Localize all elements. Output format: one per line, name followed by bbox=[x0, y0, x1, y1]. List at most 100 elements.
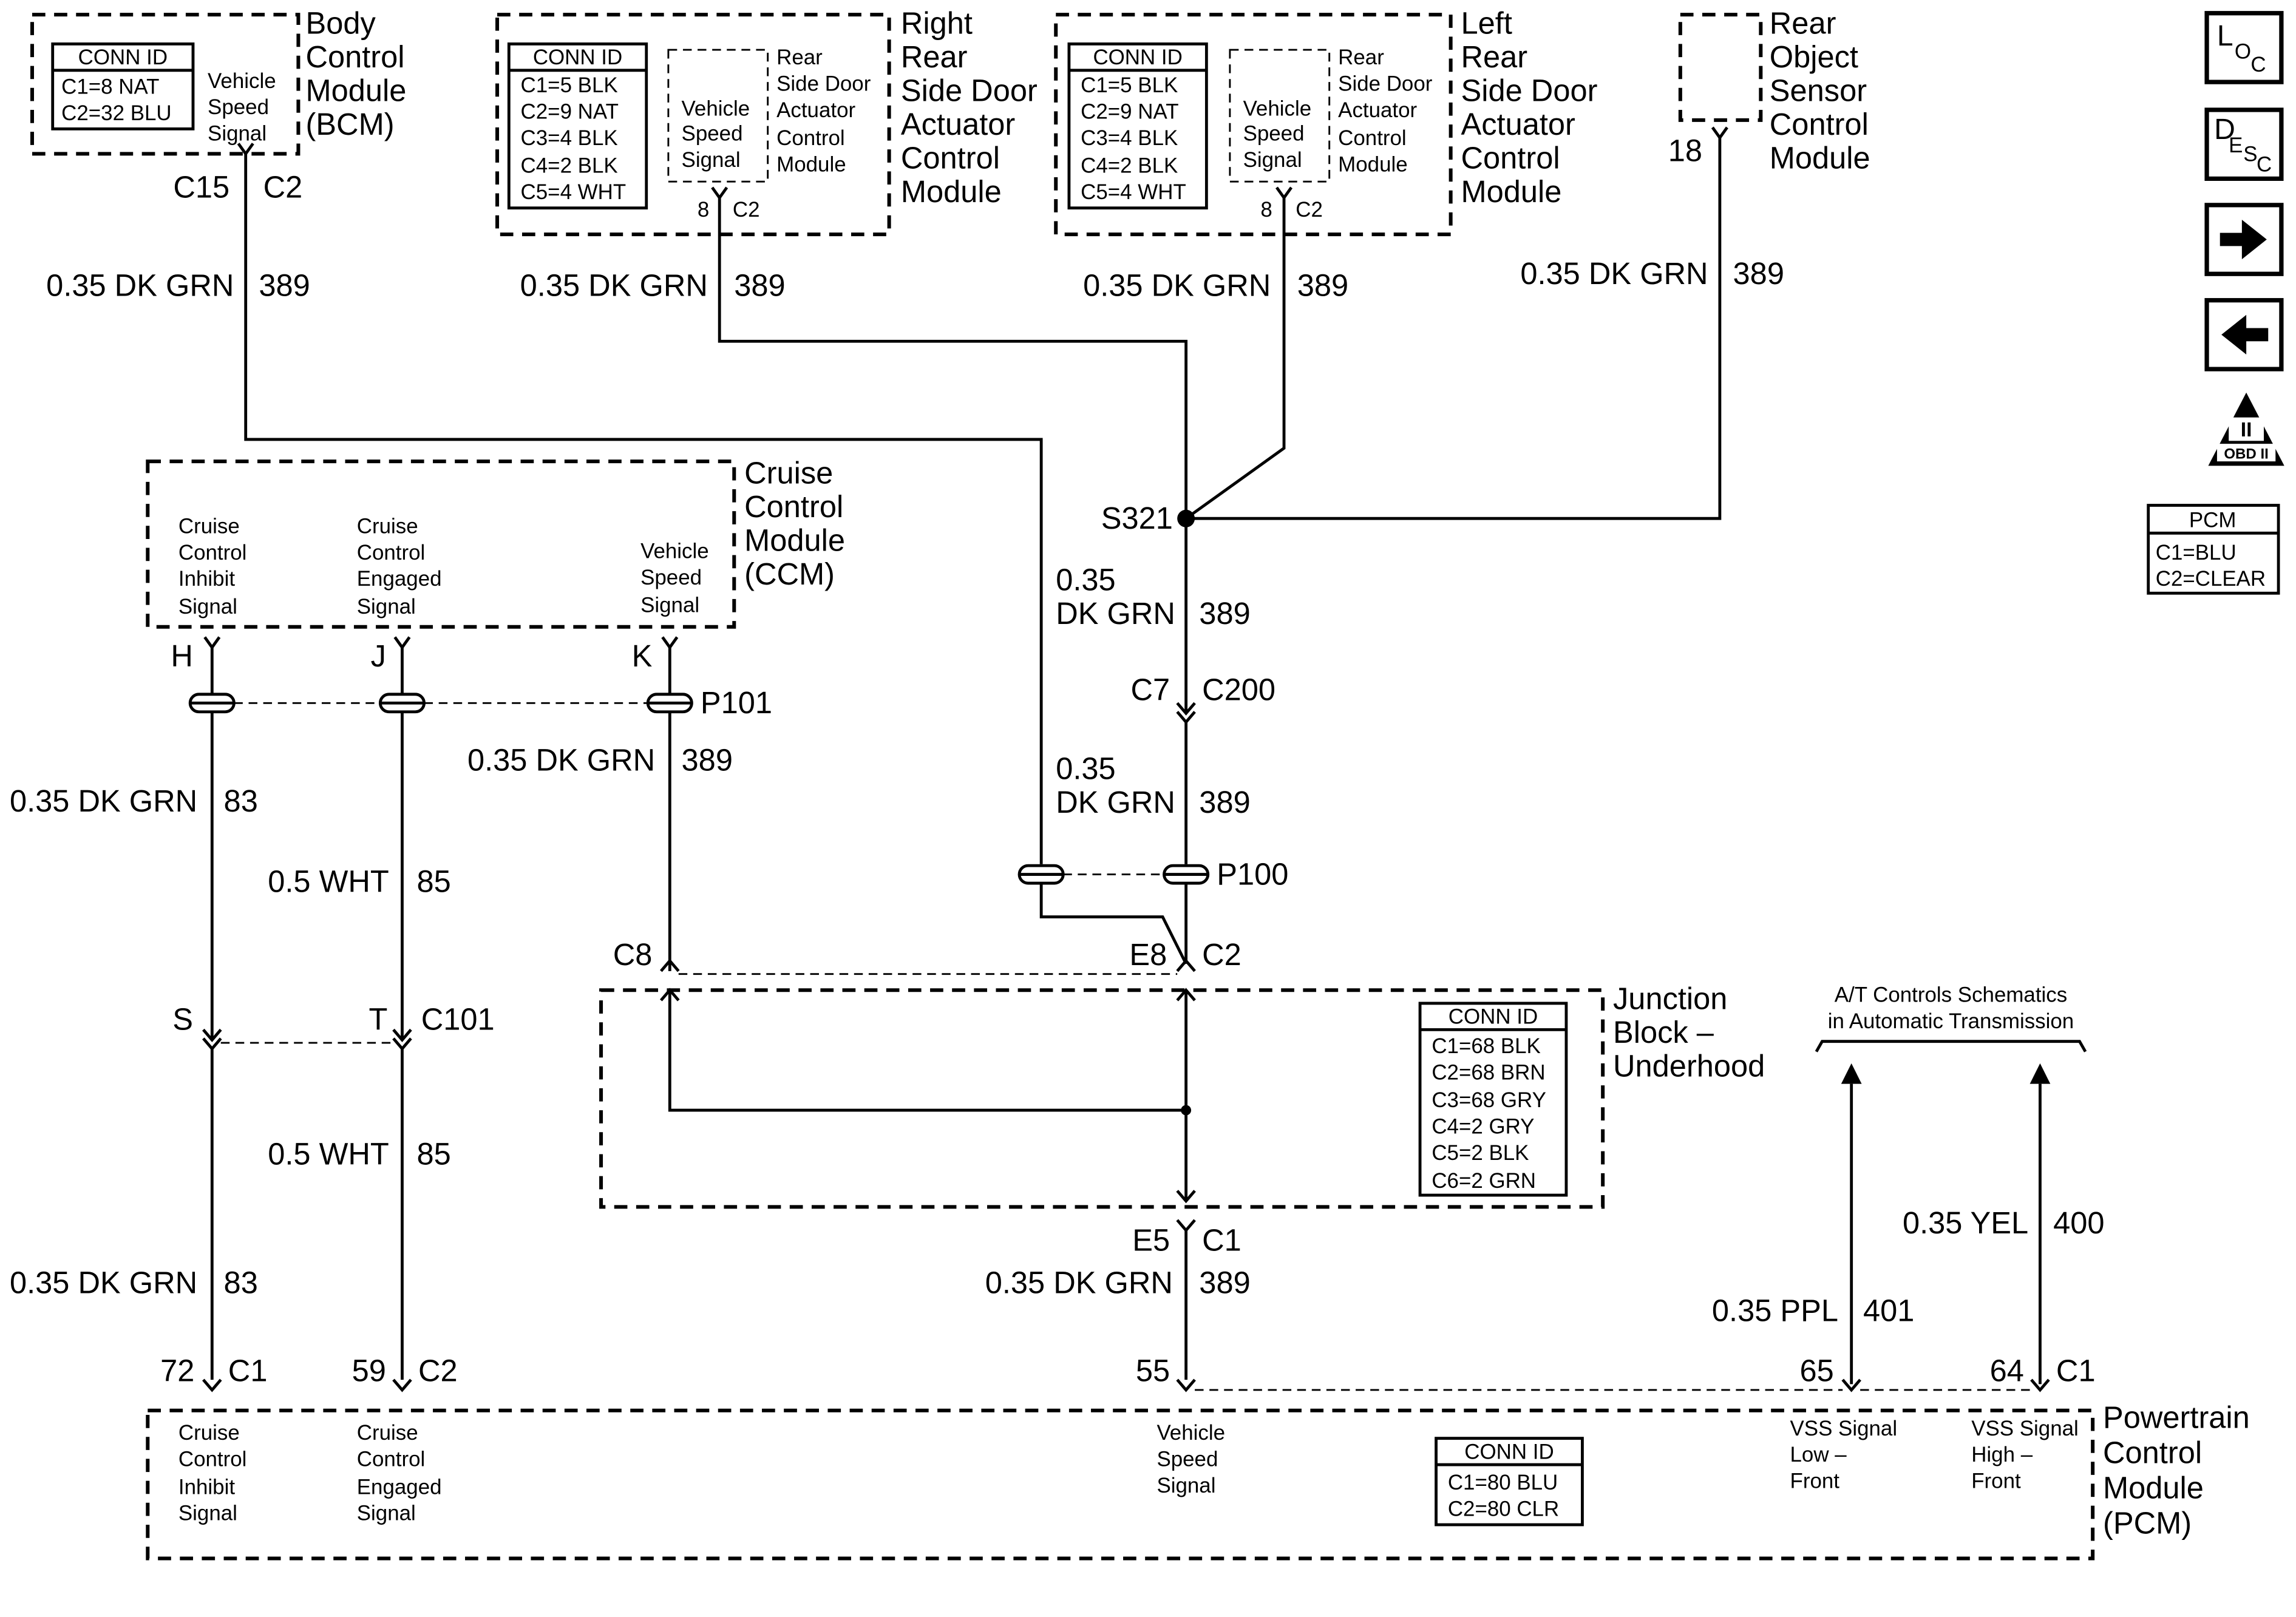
pcm-signal-vss: Speed bbox=[1156, 1447, 1218, 1471]
at-controls-reference[interactable]: A/T Controls Schematics in Automatic Tra… bbox=[1712, 983, 2105, 1385]
bcm-pin-label: C15 bbox=[173, 170, 229, 205]
passthrough-label: P100 bbox=[1217, 856, 1288, 891]
jb-conn-id-row: C6=2 GRN bbox=[1432, 1169, 1536, 1193]
ccm-signal-inhibit: Inhibit bbox=[178, 567, 235, 591]
desc-button[interactable]: D E S C bbox=[2204, 107, 2284, 181]
pcm-legend-title: PCM bbox=[2189, 509, 2237, 532]
jb-title: Junction bbox=[1613, 981, 1727, 1016]
p100-passthrough: P100 bbox=[1017, 856, 1288, 891]
obd-ii-button[interactable]: II OBD II bbox=[2208, 392, 2284, 466]
bcm-signal-label: Speed bbox=[208, 95, 269, 119]
rrd-title: Rear bbox=[901, 39, 968, 74]
pcm-conn-id-title: CONN ID bbox=[1464, 1440, 1554, 1463]
pcm-signal-vss-high: VSS Signal bbox=[1971, 1417, 2079, 1440]
next-button[interactable] bbox=[2204, 203, 2284, 276]
pcm-title: Module bbox=[2103, 1471, 2204, 1505]
wire-circuit-label: 389 bbox=[1199, 785, 1250, 819]
wire-color-label: 0.35 bbox=[1056, 751, 1115, 786]
pcm-signal-vss-low: VSS Signal bbox=[1790, 1417, 1898, 1440]
ccm-signal-engaged: Engaged bbox=[357, 567, 442, 591]
lrd-conn-id-row: C3=4 BLK bbox=[1081, 126, 1178, 150]
ccm-signal-vss: Speed bbox=[640, 566, 702, 589]
lrd-title: Rear bbox=[1461, 39, 1528, 74]
pcm-pin: 65 bbox=[1800, 1353, 1834, 1388]
pcm-signal-vss-low: Front bbox=[1790, 1470, 1840, 1493]
wire-color-label: 0.35 bbox=[1056, 562, 1115, 597]
jb-conn-id-row: C1=68 BLK bbox=[1432, 1034, 1541, 1058]
loc-letter: C bbox=[2250, 53, 2266, 76]
pcm-connector: C1 bbox=[228, 1353, 268, 1388]
pcm-module: 72 C1 59 C2 55 65 64 C1 Cruise Control I… bbox=[146, 1353, 2250, 1561]
rrd-signal-label: Signal bbox=[682, 148, 741, 172]
arrow-right-icon bbox=[2220, 219, 2267, 260]
lrd-conn-id-row: C5=4 WHT bbox=[1081, 180, 1186, 204]
loc-button[interactable]: L O C bbox=[2204, 11, 2284, 84]
pcm-signal-vss: Signal bbox=[1156, 1474, 1215, 1497]
wire-color-label: 0.35 YEL bbox=[1903, 1205, 2028, 1240]
pcm-conn-id-row: C1=80 BLU bbox=[1448, 1471, 1558, 1494]
lrd-inner-module: Rear bbox=[1338, 46, 1384, 69]
lrd-conn-id-row: C4=2 BLK bbox=[1081, 154, 1178, 178]
pcm-pin: 59 bbox=[352, 1353, 386, 1388]
at-reference-text[interactable]: A/T Controls Schematics bbox=[1835, 983, 2067, 1006]
wire-circuit-label: 389 bbox=[682, 742, 733, 777]
obd-label: OBD II bbox=[2224, 446, 2269, 462]
pcm-legend-row: C1=BLU bbox=[2156, 541, 2237, 564]
ros-title: Sensor bbox=[1770, 73, 1867, 107]
ros-title: Control bbox=[1770, 107, 1869, 141]
rear-object-sensor-module: 18 Rear Object Sensor Control Module bbox=[1668, 5, 1870, 175]
lrd-signal-label: Speed bbox=[1243, 122, 1305, 146]
bcm-title: Body bbox=[305, 5, 376, 40]
connector-label: C2 bbox=[1202, 937, 1241, 972]
ccm-title: Cruise bbox=[744, 455, 833, 490]
pcm-connector: C1 bbox=[2056, 1353, 2096, 1388]
pcm-signal-vss-high: High – bbox=[1971, 1443, 2033, 1466]
rrd-title: Actuator bbox=[901, 107, 1016, 141]
wire-color-label: 0.35 DK GRN bbox=[1083, 268, 1271, 302]
lrd-pin: 8 bbox=[1260, 198, 1272, 222]
arrow-left-icon bbox=[2221, 314, 2269, 354]
rrd-inner-module: Control bbox=[776, 126, 845, 150]
wire-circuit-label: 400 bbox=[2053, 1205, 2104, 1240]
rrd-title: Module bbox=[901, 174, 1002, 209]
bcm-module: CONN ID C1=8 NAT C2=32 BLU Vehicle Speed… bbox=[30, 5, 406, 205]
splice-label: S321 bbox=[1101, 501, 1173, 535]
right-rear-door-module: CONN ID C1=5 BLK C2=9 NAT C3=4 BLK C4=2 … bbox=[495, 5, 1038, 237]
wire-color-label: 0.35 DK GRN bbox=[10, 1266, 197, 1300]
ccm-signal-engaged: Control bbox=[357, 541, 426, 564]
pcm-pin: 55 bbox=[1136, 1353, 1170, 1388]
desc-letter: D bbox=[2214, 113, 2235, 146]
pcm-legend: PCM C1=BLU C2=CLEAR bbox=[2147, 504, 2280, 595]
ros-pin: 18 bbox=[1668, 133, 1702, 168]
jb-conn-id-row: C4=2 GRY bbox=[1432, 1115, 1534, 1139]
loc-letter: L bbox=[2217, 19, 2233, 52]
lrd-inner-module: Actuator bbox=[1338, 98, 1417, 122]
wire-color-label: DK GRN bbox=[1056, 785, 1175, 819]
pcm-signal-engaged: Engaged bbox=[357, 1475, 442, 1499]
connector-label: C1 bbox=[1202, 1223, 1241, 1258]
jb-conn-id-title: CONN ID bbox=[1449, 1005, 1538, 1029]
pcm-pin: 72 bbox=[160, 1353, 194, 1388]
wire-color-label: 0.5 WHT bbox=[268, 1136, 389, 1171]
wire-color-label: 0.5 WHT bbox=[268, 864, 389, 899]
pcm-title: Control bbox=[2103, 1436, 2202, 1470]
rrd-pin: 8 bbox=[698, 198, 709, 222]
pcm-signal-vss: Vehicle bbox=[1156, 1421, 1225, 1445]
connector-label: C200 bbox=[1202, 672, 1275, 707]
bcm-conn-id-row: C1=8 NAT bbox=[61, 75, 159, 98]
pcm-signal-inhibit: Signal bbox=[178, 1502, 237, 1525]
pcm-signal-vss-high: Front bbox=[1971, 1470, 2021, 1493]
ccm-title: Module bbox=[744, 523, 845, 557]
pcm-signal-inhibit: Cruise bbox=[178, 1421, 240, 1445]
upper-wiring: 0.35 DK GRN 389 0.35 DK GRN 389 0.35 DK … bbox=[46, 137, 1784, 964]
at-reference-text[interactable]: in Automatic Transmission bbox=[1828, 1009, 2074, 1033]
prev-button[interactable] bbox=[2204, 298, 2284, 371]
connector-pin-label: E5 bbox=[1132, 1223, 1170, 1258]
wire-color-label: 0.35 PPL bbox=[1712, 1293, 1838, 1328]
p101-passthrough: P101 bbox=[188, 685, 772, 720]
desc-letter: C bbox=[2257, 152, 2272, 176]
pcm-signal-engaged: Control bbox=[357, 1447, 426, 1471]
wire-circuit-label: 389 bbox=[734, 268, 785, 302]
pcm-signal-engaged: Signal bbox=[357, 1502, 416, 1525]
pcm-legend-row: C2=CLEAR bbox=[2156, 567, 2266, 591]
